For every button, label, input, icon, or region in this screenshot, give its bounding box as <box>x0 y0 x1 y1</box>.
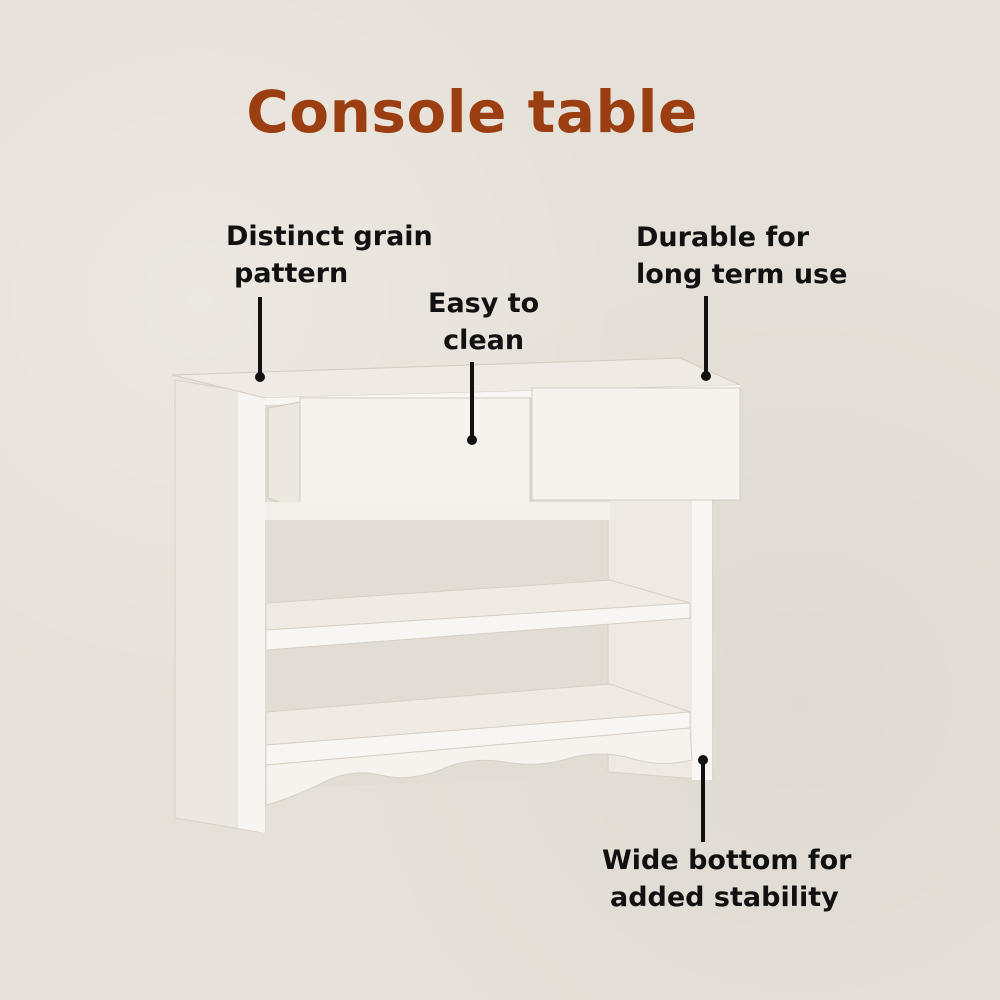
page-title: Console table <box>246 78 698 146</box>
durable-callout-dot <box>701 371 711 381</box>
middle-shelf-front <box>265 602 691 651</box>
durable-callout-label: Durable for long term use <box>636 219 847 293</box>
left-drawer-front <box>299 397 531 515</box>
drawer-rail <box>265 502 610 520</box>
clean-callout-line2: clean <box>443 325 525 356</box>
grain-callout-dot <box>255 372 265 382</box>
clean-callout-line1: Easy to <box>428 288 540 319</box>
clean-callout-dot <box>467 435 477 445</box>
right-leg-front <box>692 492 712 780</box>
durable-callout-line1: Durable for <box>636 222 810 253</box>
open-drawer-box <box>267 401 301 511</box>
stable-callout-label: Wide bottom for added stability <box>602 842 851 916</box>
stable-callout-line1: Wide bottom for <box>602 845 852 876</box>
grain-callout-label: Distinct grain pattern <box>226 218 433 292</box>
stable-callout-dot <box>698 755 708 765</box>
stable-callout-line2: added stability <box>610 882 839 913</box>
scalloped-apron <box>265 727 693 806</box>
grain-callout-line1: Distinct grain <box>226 221 433 252</box>
durable-callout-line2: long term use <box>636 259 848 290</box>
left-side-front-edge <box>238 390 265 833</box>
right-drawer-front <box>531 387 741 501</box>
clean-callout-label: Easy to clean <box>428 285 539 359</box>
grain-callout-line2: pattern <box>234 258 349 289</box>
